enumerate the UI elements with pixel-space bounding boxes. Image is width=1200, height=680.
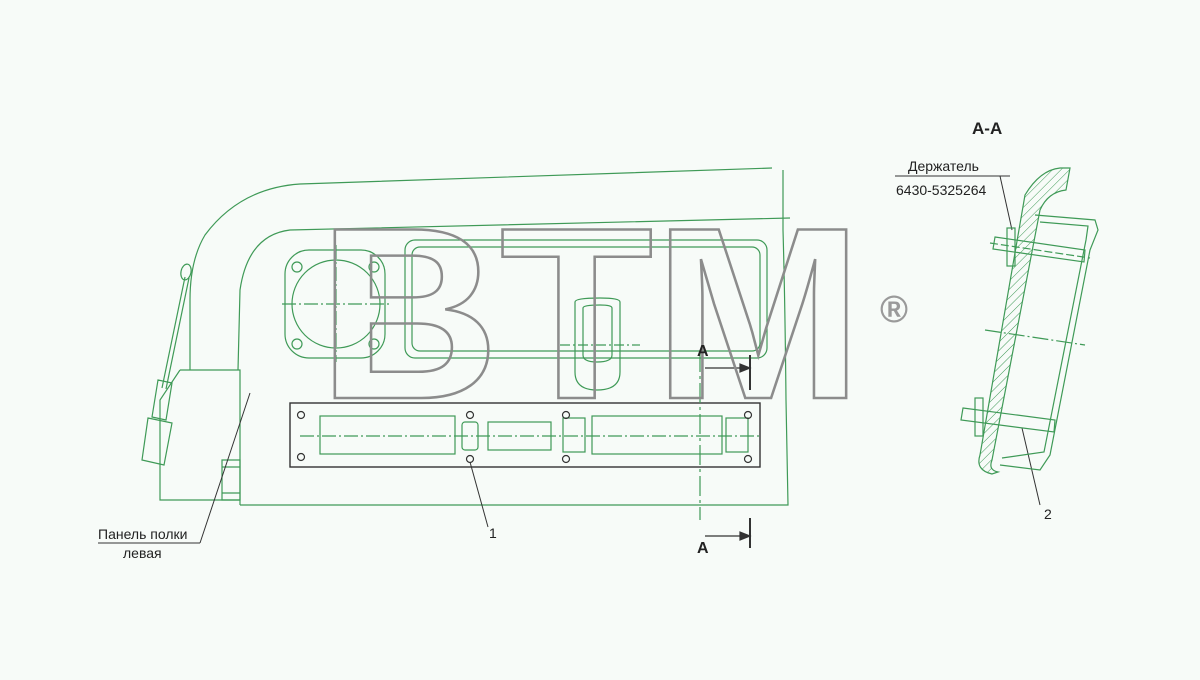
watermark: BTM ® xyxy=(317,175,908,452)
watermark-mark: ® xyxy=(880,289,908,331)
round-element xyxy=(282,245,392,362)
callout-1: 1 xyxy=(489,525,497,541)
section-view xyxy=(960,167,1099,475)
antenna xyxy=(141,263,192,466)
section-cut-line xyxy=(699,352,752,548)
callout-2: 2 xyxy=(1044,506,1052,522)
panel-label-line1: Панель полки xyxy=(98,526,188,542)
panel-label-line2: левая xyxy=(123,545,162,561)
watermark-text: BTM xyxy=(318,176,863,450)
holder-name-label: Держатель xyxy=(908,158,979,174)
leader-lines xyxy=(98,175,1041,544)
section-marker-top: А xyxy=(697,343,709,360)
section-title: А-А xyxy=(972,119,1003,138)
lower-panel xyxy=(289,402,761,468)
section-marker-bottom: А xyxy=(697,540,709,557)
upper-compartment xyxy=(404,239,768,391)
shelf-outline xyxy=(159,167,791,506)
holder-code-label: 6430-5325264 xyxy=(896,182,987,198)
